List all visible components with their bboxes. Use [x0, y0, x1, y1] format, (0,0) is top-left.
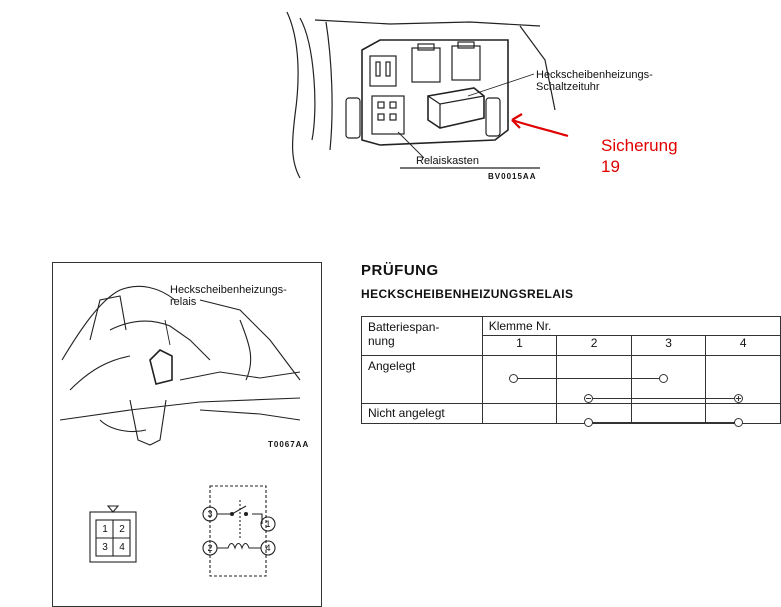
- row-label-applied: Angelegt: [361, 355, 483, 404]
- relay-figure-frame: [52, 262, 322, 607]
- relay-figure-code: T0067AA: [268, 440, 310, 449]
- terminal-marker: [659, 374, 668, 383]
- timer-label-line1: Heckscheibenheizungs-: [536, 69, 653, 81]
- continuity-line: [514, 378, 664, 379]
- terminal-header: 3: [630, 335, 707, 356]
- terminal-header: 4: [705, 335, 781, 356]
- fuse-annotation-line1: Sicherung: [601, 136, 678, 155]
- section-title: PRÜFUNG: [361, 262, 439, 279]
- minus-terminal-marker: [584, 394, 593, 403]
- voltage-header: Batteriespan- nung: [361, 316, 483, 356]
- fuse-annotation-line2: 19: [601, 157, 620, 176]
- connector-pin: 2: [119, 524, 125, 535]
- fusebox-figure-code: BV0015AA: [488, 172, 537, 181]
- connector-pin: 1: [102, 524, 108, 535]
- circuit-terminal: 1: [265, 519, 271, 529]
- continuity-table: Batteriespan- nung Klemme Nr. 1 2 3 4 An…: [361, 316, 781, 424]
- terminal-header: 2: [556, 335, 632, 356]
- plus-terminal-marker: [734, 394, 743, 403]
- row-label-not-applied: Nicht angelegt: [361, 403, 483, 424]
- section-subtitle: HECKSCHEIBENHEIZUNGSRELAIS: [361, 287, 574, 301]
- relay-label-line2: relais: [170, 296, 197, 308]
- circuit-terminal: 2: [207, 543, 213, 553]
- terminal-group-header: Klemme Nr.: [481, 316, 781, 336]
- terminal-marker: [509, 374, 518, 383]
- terminal-marker: [584, 418, 593, 427]
- connector-pin: 4: [119, 542, 125, 553]
- circuit-terminal: 4: [265, 543, 271, 553]
- continuity-line: [589, 422, 739, 423]
- circuit-terminal: 3: [207, 509, 213, 519]
- terminal-header: 1: [481, 335, 558, 356]
- relay-box-label: Relaiskasten: [416, 155, 479, 167]
- terminal-marker: [734, 418, 743, 427]
- connector-pin: 3: [102, 542, 108, 553]
- timer-label-line2: Schaltzeituhr: [536, 81, 600, 93]
- continuity-line: [589, 398, 739, 399]
- relay-label-line1: Heckscheibenheizungs-: [170, 284, 287, 296]
